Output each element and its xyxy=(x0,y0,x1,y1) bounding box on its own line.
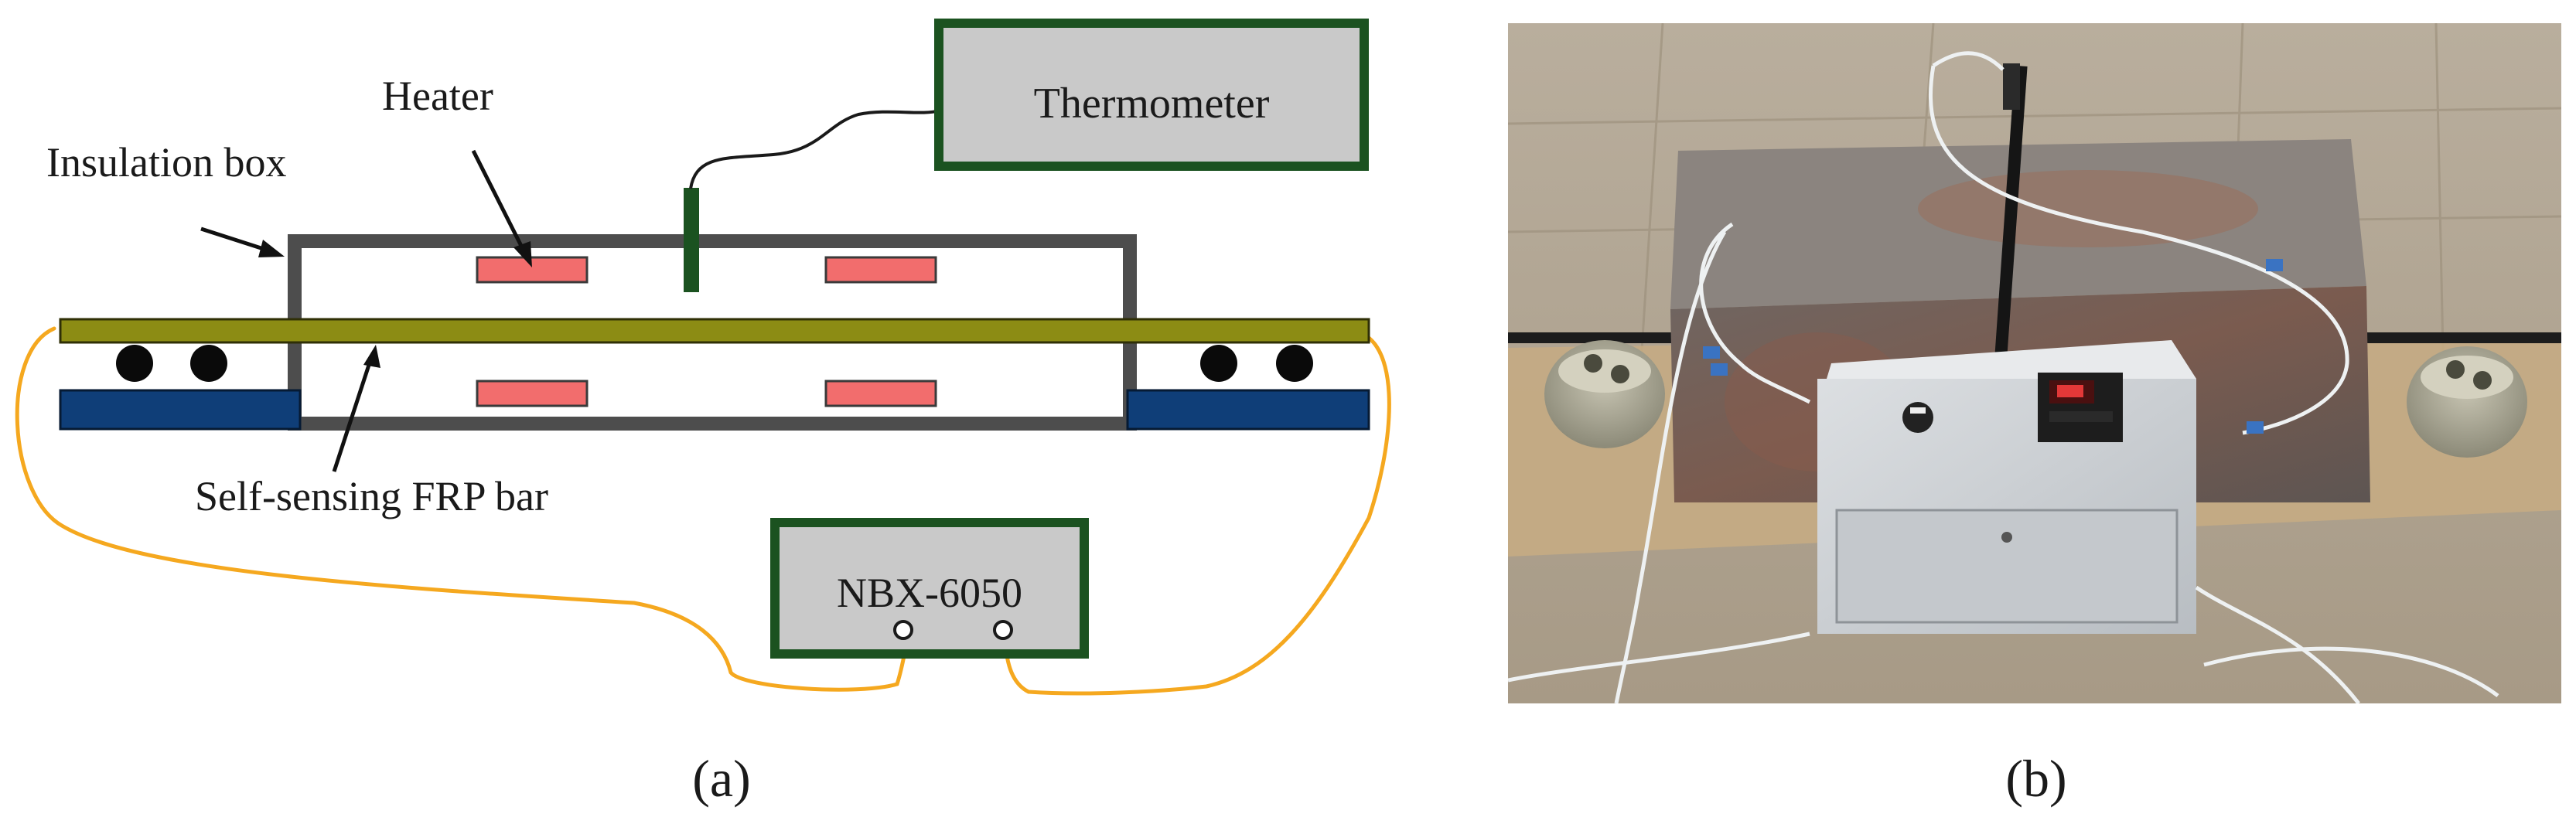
meter-terminal xyxy=(993,620,1013,640)
nbx-meter-box xyxy=(770,518,1089,659)
bar-label: Self-sensing FRP bar xyxy=(195,473,548,519)
support-left xyxy=(59,389,302,431)
photo-dial-knob xyxy=(1902,402,1933,433)
nbx-meter-label: NBX-6050 xyxy=(837,570,1022,616)
heater-bottom-right xyxy=(824,380,937,407)
roller xyxy=(116,345,153,382)
frp-bar xyxy=(59,318,1370,344)
roller xyxy=(1276,345,1313,382)
panel-a-caption: (a) xyxy=(692,749,750,808)
thermocouple-probe xyxy=(684,188,699,292)
signal-wire xyxy=(15,326,1391,696)
thermometer-box xyxy=(934,19,1369,171)
insulation-arrowhead xyxy=(258,240,285,257)
heater-top-right xyxy=(824,256,937,284)
thermometer-label: Thermometer xyxy=(1034,80,1270,128)
probe-cable xyxy=(689,109,940,189)
meter-terminal xyxy=(893,620,913,640)
panel-b-caption: (b) xyxy=(2005,749,2066,808)
heater-label: Heater xyxy=(382,73,493,119)
insulation-pointer xyxy=(200,226,271,254)
panel-a-schematic: Thermometer NBX-6050 Heater Insulation b… xyxy=(15,19,1391,808)
heater-top-left xyxy=(476,256,589,284)
bar-arrowhead xyxy=(363,345,380,368)
heater-pointer xyxy=(471,149,528,257)
photo-thermocouple-rod xyxy=(1994,65,2028,368)
heater-arrowhead xyxy=(513,241,532,267)
support-right xyxy=(1126,389,1370,431)
heater-bottom-left xyxy=(476,380,589,407)
roller xyxy=(190,345,227,382)
photo-control-box-drawer xyxy=(1835,509,2179,624)
roller xyxy=(1200,345,1237,382)
bar-pointer xyxy=(332,357,374,472)
panel-b-photo: (b) xyxy=(1508,23,2561,808)
insulation-box-label: Insulation box xyxy=(46,139,286,186)
